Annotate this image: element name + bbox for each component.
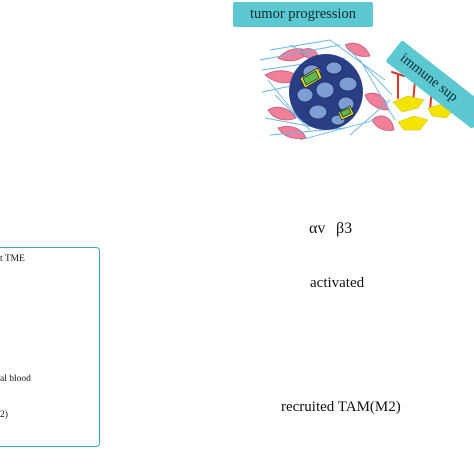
activated-label: activated bbox=[310, 275, 365, 291]
fibroblast-cells bbox=[264, 42, 395, 140]
recruited-tam-label: recruited TAM(M2) bbox=[281, 399, 401, 415]
legend-tme-label: t TME bbox=[0, 254, 25, 264]
integrin-alpha-label: αv bbox=[309, 220, 326, 237]
legend-m2-label: 2) bbox=[0, 410, 8, 420]
tumor-core bbox=[289, 54, 363, 130]
legend-blood-label: al blood bbox=[0, 374, 31, 384]
tumor-progression-badge: tumor progression bbox=[233, 2, 373, 27]
tme-cluster bbox=[259, 39, 396, 141]
tumor-progression-label: tumor progression bbox=[250, 6, 356, 22]
integrin-beta-label: β3 bbox=[336, 220, 353, 237]
legend-box bbox=[0, 247, 100, 447]
tumor-cells-green bbox=[299, 67, 355, 121]
